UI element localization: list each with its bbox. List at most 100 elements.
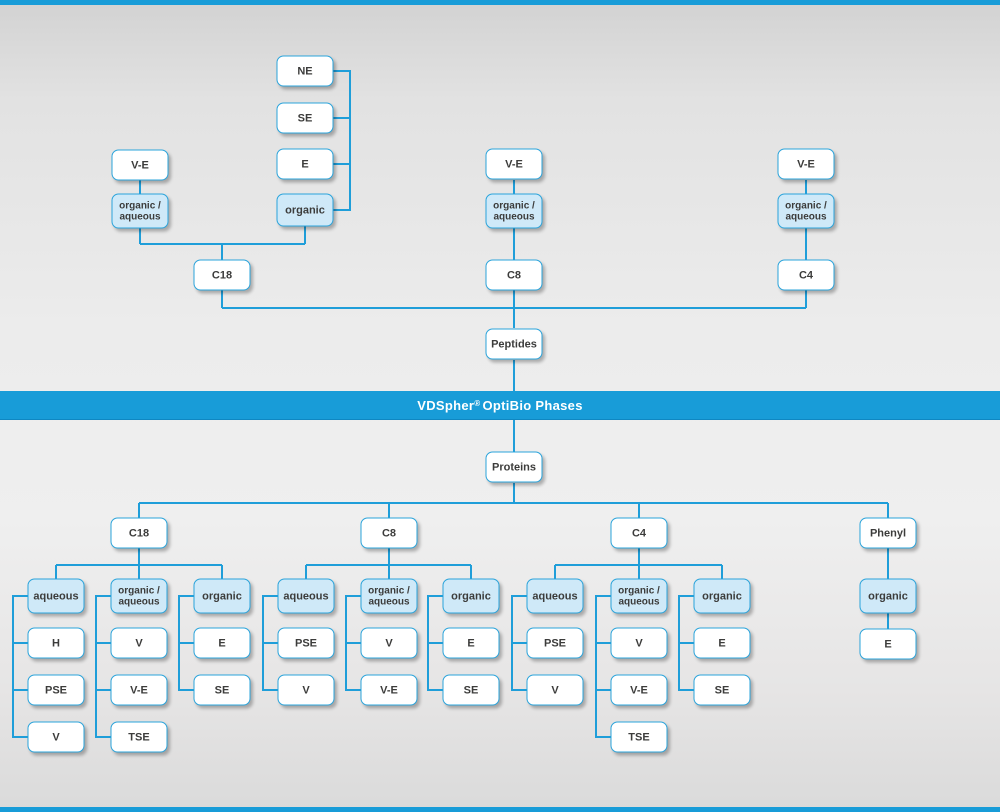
node-c8-b: C8 xyxy=(360,517,418,549)
node-label: C8 xyxy=(506,269,522,281)
node-c4-top: C4 xyxy=(777,259,835,291)
node-aq-c18: aqueous xyxy=(27,578,85,614)
node-label: V xyxy=(302,684,310,696)
node-label: C18 xyxy=(128,527,150,539)
node-label: SE xyxy=(297,112,313,124)
node-v2-c8: V xyxy=(360,627,418,659)
node-label: V-E xyxy=(797,158,815,170)
node-label: aqueous xyxy=(33,590,79,602)
node-v2-c4: V xyxy=(610,627,668,659)
node-ve-c4: V-E xyxy=(777,148,835,180)
node-e-c8: E xyxy=(442,627,500,659)
node-pse-c4: PSE xyxy=(526,627,584,659)
banner-brand: VDSpher xyxy=(417,397,475,413)
node-label: organic xyxy=(702,590,742,602)
bracket-c8-organic xyxy=(427,595,443,691)
banner-suffix: OptiBio Phases xyxy=(482,397,583,413)
connector-organic-bracket-top xyxy=(333,70,351,211)
node-label: SE xyxy=(214,684,230,696)
node-phenyl: Phenyl xyxy=(859,517,917,549)
bracket-c8-orgaq xyxy=(345,595,361,691)
node-label: organic xyxy=(451,590,491,602)
node-label: SE xyxy=(714,684,730,696)
node-c4-b: C4 xyxy=(610,517,668,549)
node-label: aqueous xyxy=(283,590,329,602)
node-organic-top: organic xyxy=(276,193,334,227)
node-tse-c18: TSE xyxy=(110,721,168,753)
node-label: C4 xyxy=(631,527,647,539)
node-label: organic xyxy=(285,204,325,216)
node-label: organic / aqueous xyxy=(368,585,410,607)
node-se: SE xyxy=(276,102,334,134)
top-accent-bar xyxy=(0,0,1000,5)
node-label: Proteins xyxy=(491,461,536,473)
node-v2-c18: V xyxy=(110,627,168,659)
node-label: Peptides xyxy=(491,338,537,350)
connector-c4-split xyxy=(554,548,723,579)
node-label: SE xyxy=(463,684,479,696)
node-label: organic xyxy=(202,590,242,602)
bracket-c8-aqueous xyxy=(262,595,278,691)
node-label: organic / aqueous xyxy=(493,200,535,222)
node-e-top: E xyxy=(276,148,334,180)
node-ve2-c4: V-E xyxy=(610,674,668,706)
node-label: V-E xyxy=(130,684,148,696)
node-org-c18: organic xyxy=(193,578,251,614)
node-se-c8: SE xyxy=(442,674,500,706)
node-label: V xyxy=(385,637,393,649)
node-label: V-E xyxy=(630,684,648,696)
node-org-c8: organic xyxy=(442,578,500,614)
node-label: NE xyxy=(297,65,313,77)
node-peptides: Peptides xyxy=(485,328,543,360)
node-pse-c8: PSE xyxy=(277,627,335,659)
node-label: PSE xyxy=(44,684,67,696)
node-aq-c4: aqueous xyxy=(526,578,584,614)
node-e-c18: E xyxy=(193,627,251,659)
bracket-c18-aqueous xyxy=(12,595,28,738)
node-e-ph: E xyxy=(859,628,917,660)
node-label: TSE xyxy=(128,731,150,743)
bracket-c4-aqueous xyxy=(511,595,527,691)
node-label: V-E xyxy=(131,159,149,171)
node-label: C8 xyxy=(381,527,397,539)
node-label: V-E xyxy=(505,158,523,170)
bracket-c4-organic xyxy=(678,595,694,691)
node-orgaq-c4: organic / aqueous xyxy=(777,193,835,229)
bracket-c18-orgaq xyxy=(95,595,111,738)
node-label: C18 xyxy=(211,269,233,281)
node-label: E xyxy=(884,638,892,650)
node-label: E xyxy=(467,637,475,649)
node-c18-top: C18 xyxy=(193,259,251,291)
node-c18-b: C18 xyxy=(110,517,168,549)
node-orgaq-c18: organic / aqueous xyxy=(111,193,169,229)
node-ve-c18: V-E xyxy=(111,149,169,181)
node-label: E xyxy=(718,637,726,649)
node-label: V xyxy=(635,637,643,649)
connector-c8-split xyxy=(305,548,472,579)
node-org-ph: organic xyxy=(859,578,917,614)
node-tse-c4: TSE xyxy=(610,721,668,753)
node-oa-c4: organic / aqueous xyxy=(610,578,668,614)
bracket-c18-organic xyxy=(178,595,194,691)
node-ve2-c8: V-E xyxy=(360,674,418,706)
bracket-c4-orgaq xyxy=(595,595,611,738)
node-orgaq-c8: organic / aqueous xyxy=(485,193,543,229)
node-label: PSE xyxy=(543,637,566,649)
node-label: E xyxy=(218,637,226,649)
node-pse-c18: PSE xyxy=(27,674,85,706)
node-oa-c18: organic / aqueous xyxy=(110,578,168,614)
node-c8-top: C8 xyxy=(485,259,543,291)
node-label: V xyxy=(135,637,143,649)
registered-trademark-symbol: ® xyxy=(474,399,481,408)
node-label: V xyxy=(52,731,60,743)
node-aq-c8: aqueous xyxy=(277,578,335,614)
node-oa-c8: organic / aqueous xyxy=(360,578,418,614)
node-h-c18: H xyxy=(27,627,85,659)
node-ne: NE xyxy=(276,55,334,87)
node-v-c18: V xyxy=(27,721,85,753)
node-label: PSE xyxy=(294,637,317,649)
node-label: V-E xyxy=(380,684,398,696)
node-label: organic / aqueous xyxy=(119,200,161,222)
node-label: Phenyl xyxy=(869,527,907,539)
